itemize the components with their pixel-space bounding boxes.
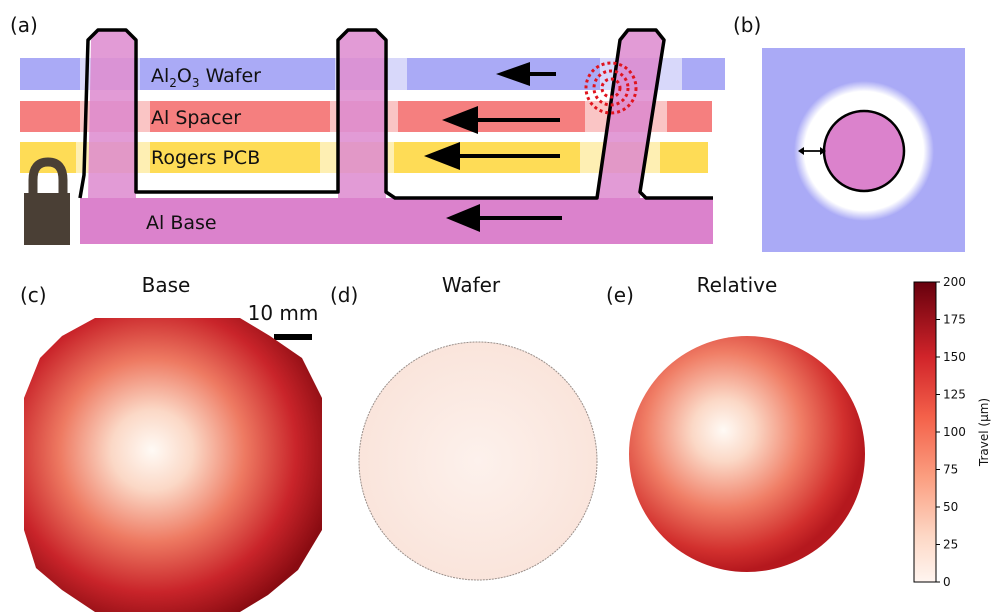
colorbar-tick-label: 25 [943,538,958,552]
colorbar-tick-label: 75 [943,463,958,477]
panel-b-label: (b) [733,13,761,37]
base-travel-map [24,318,322,612]
wafer-travel-map [358,341,598,581]
panel-d-label: (d) [330,283,358,307]
relative-travel-map [629,336,865,572]
colorbar-tick-label: 50 [943,500,958,514]
panel-e-label: (e) [606,283,634,307]
stress-rings-icon [584,61,638,115]
base-map-title: Base [142,273,191,297]
colorbar-tick-label: 100 [943,425,966,439]
scale-bar [274,334,312,340]
base-pins [88,31,662,198]
wafer-layer-label: Al2O3 Wafer [151,65,261,90]
base-outline [78,28,713,200]
panel-a-label: (a) [10,13,38,37]
relative-map-title: Relative [697,273,778,297]
rogers-pcb-label: Rogers PCB [151,147,260,169]
colorbar [913,281,937,583]
al-spacer-label: Al Spacer [151,107,241,129]
colorbar-label: Travel (μm) [977,398,991,467]
panel-c-label: (c) [20,283,47,307]
pin-top-view [822,109,906,193]
contraction-arrows [424,62,562,232]
colorbar-ticks: 0 25 50 75 100 125 150 175 200 [936,275,966,589]
lock-icon [24,157,70,245]
al-base-layer [80,198,713,244]
colorbar-tick-label: 125 [943,388,966,402]
colorbar-tick-label: 200 [943,275,966,289]
wafer-map-title: Wafer [442,273,501,297]
scale-bar-label: 10 mm [248,301,319,325]
clearance-arrow-icon [798,147,826,155]
colorbar-tick-label: 175 [943,313,966,327]
colorbar-tick-label: 150 [943,350,966,364]
al-base-label: Al Base [146,212,217,234]
colorbar-tick-label: 0 [943,575,951,589]
